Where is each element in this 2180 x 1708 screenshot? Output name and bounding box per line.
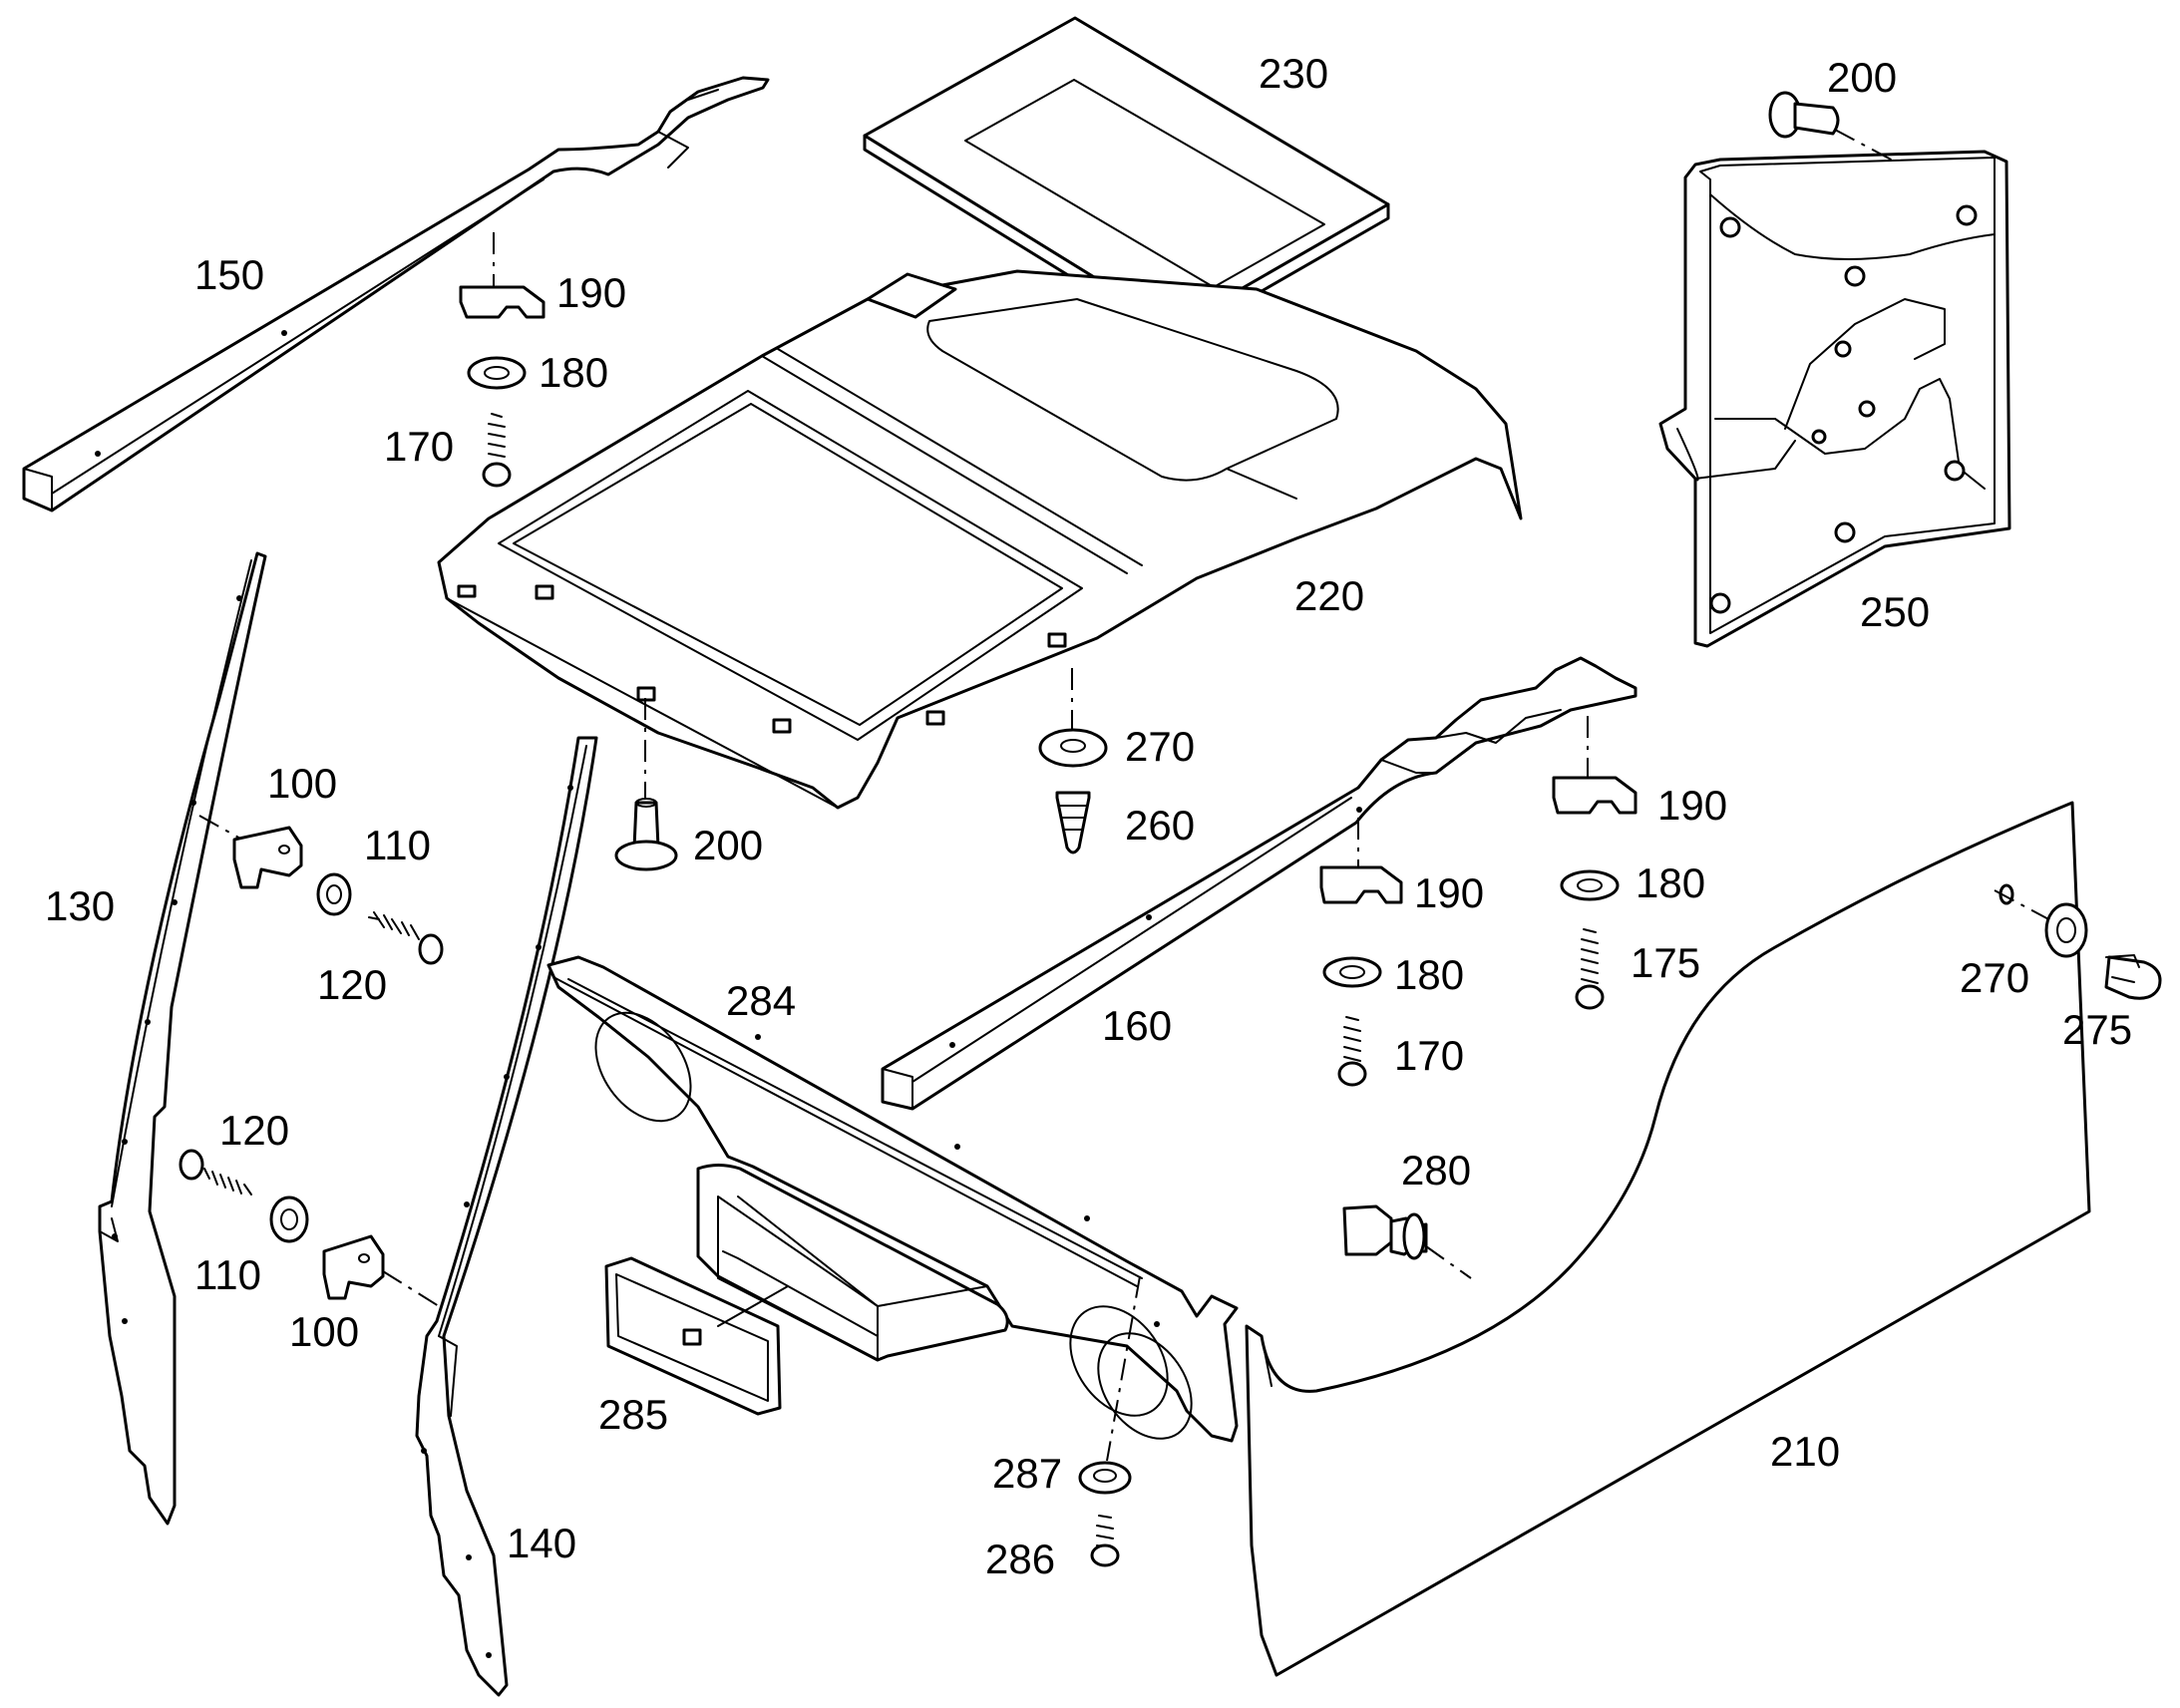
fastener-group-far-right [1994, 883, 2162, 1000]
callout-180-upper: 180 [539, 349, 608, 396]
callout-200-lower: 200 [693, 822, 763, 868]
callout-170-upper: 170 [384, 423, 454, 470]
callout-284: 284 [726, 977, 796, 1024]
callout-260: 260 [1125, 802, 1195, 849]
callout-210: 210 [1770, 1428, 1840, 1475]
callout-120-upper: 120 [317, 961, 387, 1008]
fastener-group-left-lower [179, 1149, 440, 1307]
callout-160: 160 [1102, 1002, 1172, 1049]
fastener-group-upper-left [459, 232, 545, 488]
callout-190-upper: 190 [556, 269, 626, 316]
callout-180-middle: 180 [1394, 951, 1464, 998]
callout-labels: 230 200 150 190 180 170 220 250 100 270 … [45, 50, 2132, 1582]
part-210-side-trim-panel [1245, 801, 2091, 1677]
callout-230: 230 [1259, 50, 1328, 97]
callout-270-center: 270 [1125, 723, 1195, 770]
callout-110-upper: 110 [364, 822, 431, 868]
callout-250: 250 [1860, 588, 1930, 635]
part-130-left-pillar [98, 551, 267, 1526]
callout-170-middle: 170 [1394, 1032, 1464, 1079]
part-160-right-roof-rail [881, 656, 1637, 1111]
fastener-group-lower-center [1078, 1275, 1141, 1567]
part-285-label-plate [604, 1256, 789, 1416]
callout-175: 175 [1631, 939, 1700, 986]
callout-150: 150 [194, 251, 264, 298]
callout-286: 286 [985, 1536, 1055, 1582]
part-200-upper-push-pin [1768, 91, 1896, 163]
callout-285: 285 [598, 1391, 668, 1438]
fastener-group-right [1552, 716, 1637, 1010]
part-220-headliner [437, 269, 1523, 810]
fastener-group-middle-right [1319, 818, 1403, 1087]
part-284-rear-trim [546, 955, 1239, 1443]
part-250-side-panel [1658, 150, 2011, 648]
part-150-left-roof-rail [22, 76, 770, 512]
part-200-lower-push-pin [614, 698, 678, 871]
fastener-group-headliner-center [1038, 668, 1108, 854]
callout-100-lower: 100 [289, 1308, 359, 1355]
callout-220: 220 [1294, 572, 1364, 619]
callout-180-right: 180 [1635, 859, 1705, 906]
callout-190-right: 190 [1657, 782, 1727, 829]
callout-100-upper: 100 [267, 760, 337, 807]
fastener-group-left-upper [198, 815, 444, 965]
callout-130: 130 [45, 882, 115, 929]
callout-270-right: 270 [1960, 954, 2029, 1001]
callout-275: 275 [2062, 1006, 2132, 1053]
callout-140: 140 [507, 1520, 576, 1566]
part-280-clip [1342, 1204, 1472, 1279]
callout-190-middle: 190 [1414, 869, 1484, 916]
callout-110-lower: 110 [194, 1251, 261, 1298]
callout-120-lower: 120 [219, 1107, 289, 1154]
callout-287: 287 [992, 1450, 1062, 1497]
callout-200-upper: 200 [1827, 54, 1897, 101]
part-140-b-pillar [415, 736, 598, 1697]
callout-280: 280 [1401, 1147, 1471, 1194]
